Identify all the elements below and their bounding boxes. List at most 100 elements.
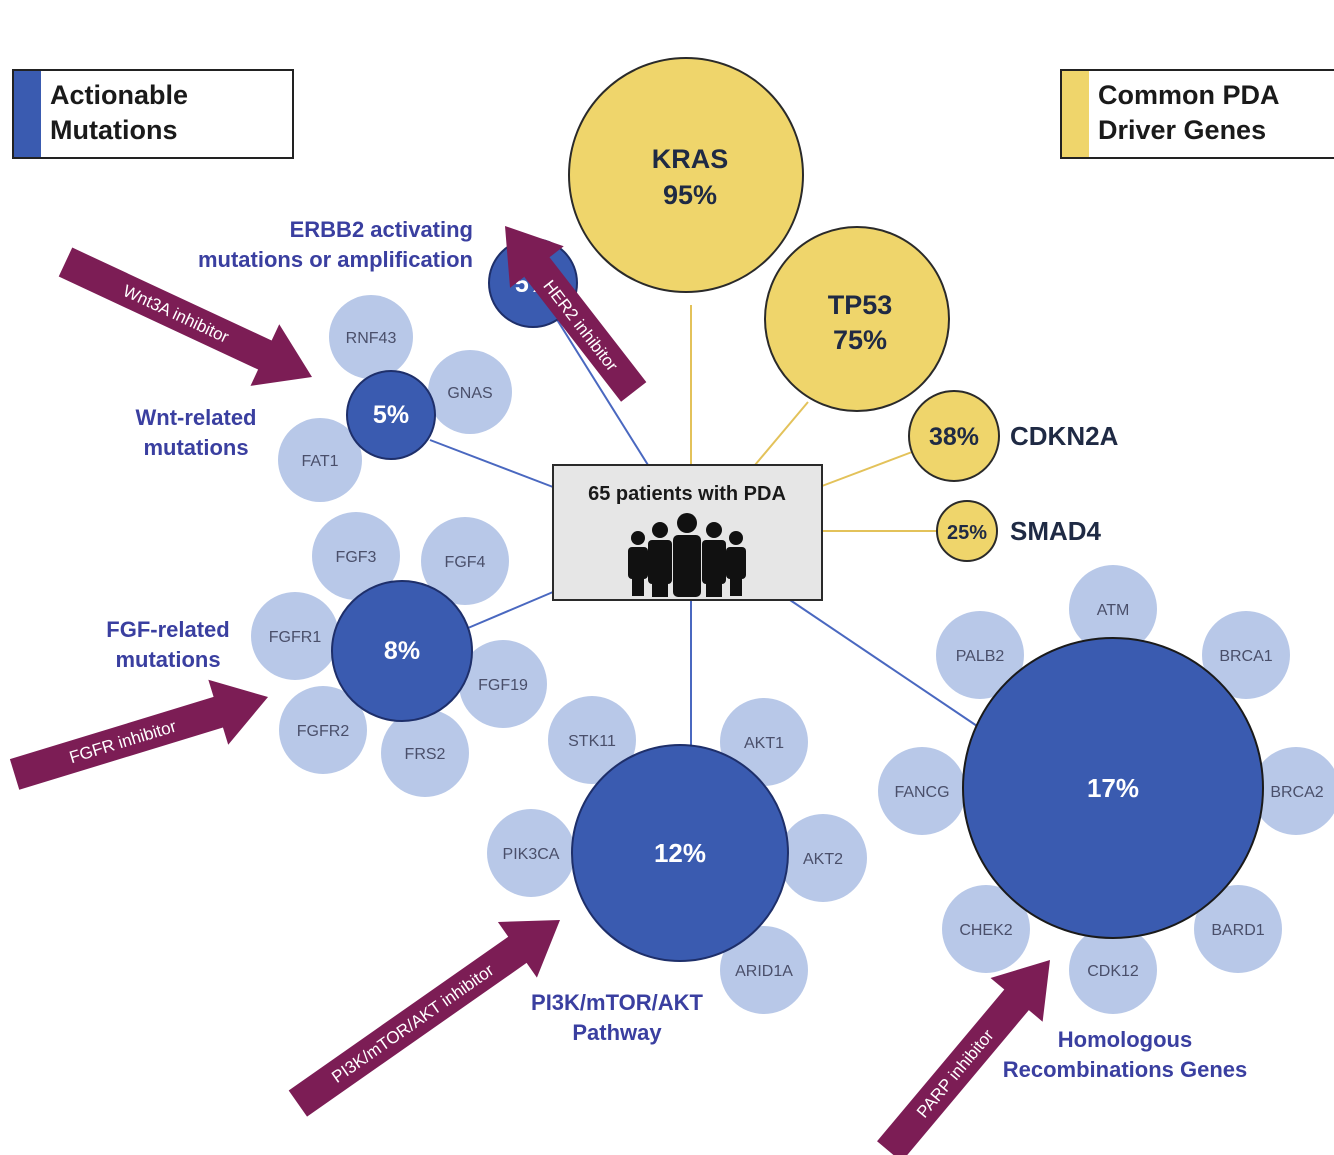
wnt-label-line2: mutations xyxy=(143,435,248,460)
wnt-gene-label: GNAS xyxy=(447,385,492,402)
wnt-main-circle xyxy=(346,370,436,460)
legend-actionable-line2: Mutations xyxy=(50,115,178,145)
fgf-gene-bubble xyxy=(312,512,400,600)
driver-kras: KRAS 95% xyxy=(568,57,804,293)
people-group-icon xyxy=(628,513,746,597)
cdkn2a-gene-label: CDKN2A xyxy=(1010,421,1119,451)
pi3k-gene-label: STK11 xyxy=(568,733,616,750)
hr-gene-bubble xyxy=(1069,565,1157,653)
fgf-label-line2: mutations xyxy=(115,647,220,672)
legend-actionable: Actionable Mutations xyxy=(12,69,294,159)
hr-gene-bubble xyxy=(1194,885,1282,973)
connector-tp53 xyxy=(754,401,809,466)
smad4-percent-label: 25% xyxy=(947,522,987,544)
connector-cdkn2a xyxy=(821,451,913,487)
pi3k-gene-bubble xyxy=(487,809,575,897)
center-patients-box: 65 patients with PDA xyxy=(552,464,823,601)
pi3k-gene-label: AKT2 xyxy=(803,851,843,868)
wnt-group: RNF43 GNAS FAT1 5% Wnt-related mutations xyxy=(136,295,512,502)
driver-smad4: 25% SMAD4 xyxy=(936,500,1102,562)
connector-lines xyxy=(429,305,981,756)
wnt3a-inhibitor-label: Wnt3A inhibitor xyxy=(120,281,232,347)
pi3k-percent-label: 12% xyxy=(654,838,706,868)
parp-inhibitor-label: PARP inhibitor xyxy=(913,1026,998,1122)
wnt-gene-label: FAT1 xyxy=(301,453,338,470)
fgf-gene-bubble xyxy=(459,640,547,728)
hr-gene-label: CDK12 xyxy=(1087,963,1139,980)
hr-gene-label: CHEK2 xyxy=(959,922,1012,939)
pi3k-gene-label: ARID1A xyxy=(735,963,793,980)
hr-gene-bubble xyxy=(936,611,1024,699)
pi3k-gene-bubble xyxy=(779,814,867,902)
erbb2-label-line2: mutations or amplification xyxy=(198,247,473,272)
wnt-label-line1: Wnt-related xyxy=(136,405,257,430)
fgf-gene-bubble xyxy=(381,709,469,797)
pi3k-main-circle xyxy=(571,744,789,962)
fgf-gene-label: FRS2 xyxy=(405,746,446,763)
hr-gene-label: PALB2 xyxy=(956,648,1005,665)
connector-hr xyxy=(789,599,981,729)
pi3k-inhibitor-label: PI3K/mTOR/AKT inhibitor xyxy=(328,960,497,1086)
legend-driver-line2: Driver Genes xyxy=(1098,115,1266,145)
smad4-gene-label: SMAD4 xyxy=(1010,516,1102,546)
fgf-percent-label: 8% xyxy=(384,637,420,665)
fgf-main-circle xyxy=(331,580,473,722)
hr-percent-label: 17% xyxy=(1087,773,1139,803)
kras-gene-label: KRAS xyxy=(652,144,729,174)
fgf-gene-label: FGF19 xyxy=(478,677,528,694)
driver-cdkn2a: 38% CDKN2A xyxy=(908,390,1119,482)
pi3k-gene-label: PIK3CA xyxy=(503,846,560,863)
fgf-gene-label: FGFR1 xyxy=(269,629,322,646)
erbb2-label-line1: ERBB2 activating xyxy=(290,217,473,242)
hr-gene-bubble xyxy=(942,885,1030,973)
connector-wnt xyxy=(429,439,554,488)
hr-gene-label: BRCA1 xyxy=(1219,648,1272,665)
hr-gene-bubble xyxy=(878,747,966,835)
wnt-percent-label: 5% xyxy=(373,401,409,429)
legend-driver-genes: Common PDA Driver Genes xyxy=(1060,69,1334,159)
kras-percent-label: 95% xyxy=(663,180,717,210)
hr-gene-label: BRCA2 xyxy=(1270,784,1323,801)
connector-fgf xyxy=(467,591,554,629)
tp53-percent-label: 75% xyxy=(833,325,887,355)
wnt-gene-bubble xyxy=(428,350,512,434)
fgf-gene-bubble xyxy=(421,517,509,605)
hr-gene-label: BARD1 xyxy=(1211,922,1264,939)
hr-label-line1: Homologous xyxy=(1058,1027,1192,1052)
pi3k-gene-label: AKT1 xyxy=(744,735,784,752)
fgf-gene-label: FGF3 xyxy=(336,549,377,566)
pi3k-gene-bubble xyxy=(720,926,808,1014)
driver-tp53: TP53 75% xyxy=(764,226,950,412)
hr-gene-label: ATM xyxy=(1097,602,1130,619)
hr-label-line2: Recombinations Genes xyxy=(1003,1057,1248,1082)
wnt-gene-bubble xyxy=(278,418,362,502)
wnt-gene-label: RNF43 xyxy=(346,330,397,347)
fgf-gene-bubble xyxy=(279,686,367,774)
fgf-gene-bubble xyxy=(251,592,339,680)
pi3k-label-line1: PI3K/mTOR/AKT xyxy=(531,990,704,1015)
pi3k-group: STK11 AKT1 PIK3CA AKT2 ARID1A 12% PI3K/m… xyxy=(487,696,867,1045)
hr-gene-bubble xyxy=(1069,926,1157,1014)
hr-main-circle xyxy=(962,637,1264,939)
fgf-label-line1: FGF-related xyxy=(106,617,229,642)
fgf-gene-label: FGFR2 xyxy=(297,723,350,740)
pi3k-gene-bubble xyxy=(548,696,636,784)
fgf-group: FGF3 FGF4 FGFR1 FGF19 FGFR2 FRS2 8% FGF-… xyxy=(106,512,547,797)
pi3k-label-line2: Pathway xyxy=(572,1020,662,1045)
arrow-parp-inhibitor: PARP inhibitor xyxy=(877,960,1050,1155)
hr-gene-bubble xyxy=(1202,611,1290,699)
tp53-gene-label: TP53 xyxy=(828,290,893,320)
center-label: 65 patients with PDA xyxy=(588,483,786,505)
hr-gene-label: FANCG xyxy=(894,784,949,801)
legend-actionable-line1: Actionable xyxy=(50,80,188,110)
connector-erbb2 xyxy=(555,317,649,466)
cdkn2a-percent-label: 38% xyxy=(929,423,979,451)
her2-inhibitor-label: HER2 inhibitor xyxy=(539,277,621,376)
arrow-fgfr-inhibitor: FGFR inhibitor xyxy=(9,679,268,790)
fgf-gene-label: FGF4 xyxy=(445,554,486,571)
hr-gene-bubble xyxy=(1252,747,1334,835)
legend-driver-line1: Common PDA xyxy=(1098,80,1280,110)
wnt-gene-bubble xyxy=(329,295,413,379)
hr-group: ATM PALB2 BRCA1 FANCG BRCA2 CHEK2 BARD1 … xyxy=(878,565,1334,1082)
